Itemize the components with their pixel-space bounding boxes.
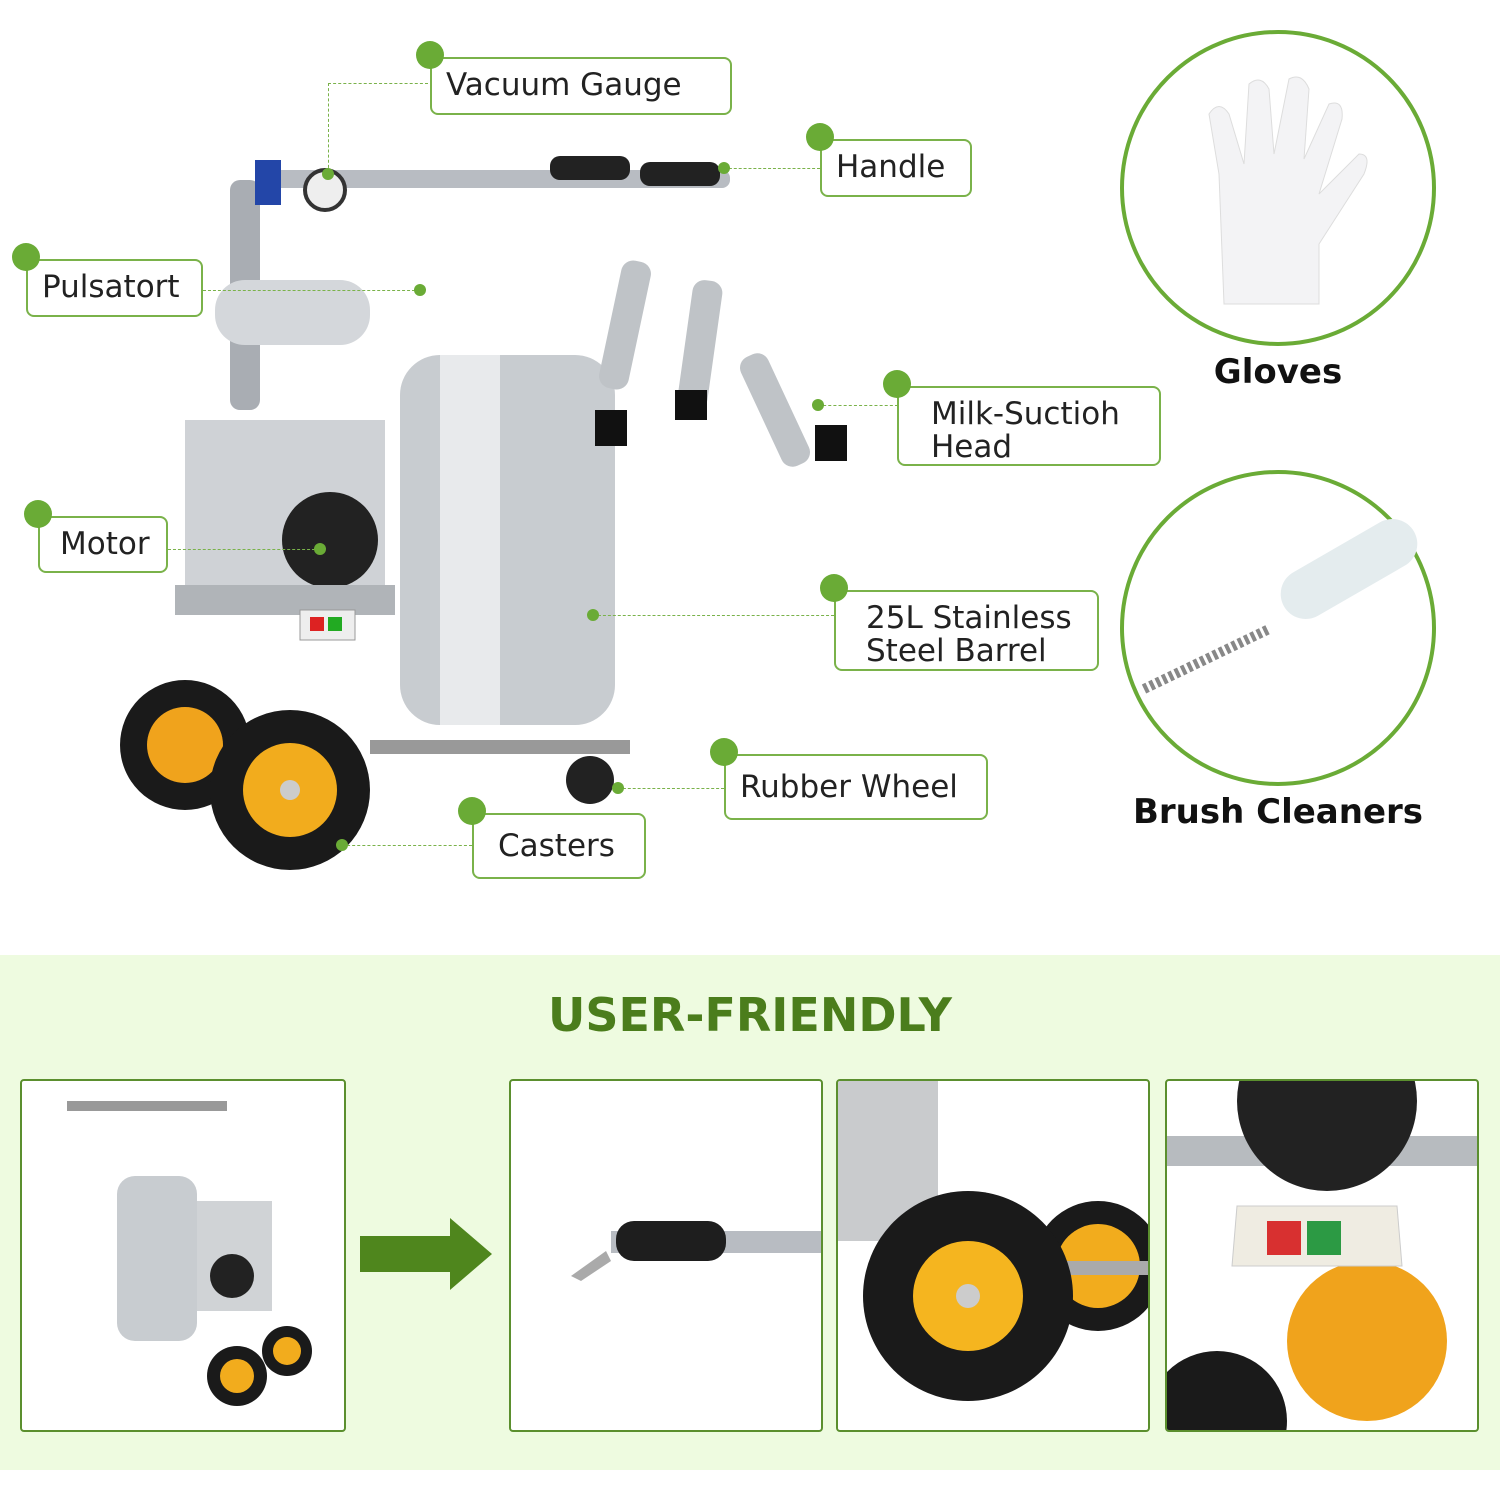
gloves-image xyxy=(1120,30,1436,346)
callout-pulsator: Pulsatort xyxy=(12,243,203,317)
brush-cleaners-label: Brush Cleaners xyxy=(1132,792,1424,832)
leader-line xyxy=(168,549,320,550)
callout-text: Milk-Suctioh xyxy=(931,396,1120,432)
leader-line xyxy=(203,290,420,291)
leader-line xyxy=(593,615,834,616)
callout-casters: Casters xyxy=(458,797,646,879)
callout-text: Head xyxy=(931,429,1013,465)
callout-text: Casters xyxy=(498,828,615,864)
wheel-closeup-photo xyxy=(836,1079,1150,1432)
callout-text: Motor xyxy=(60,526,150,562)
callout-text: Handle xyxy=(836,149,946,185)
callout-text: Rubber Wheel xyxy=(740,769,958,805)
callout-handle: Handle xyxy=(806,123,972,197)
callout-text: Vacuum Gauge xyxy=(446,67,682,103)
leader-line xyxy=(724,168,820,169)
leader-line xyxy=(328,83,428,84)
leader-line xyxy=(618,788,724,789)
brush-cleaners-image xyxy=(1120,470,1436,786)
callout-text: 25L Stainless xyxy=(866,600,1072,636)
switch-closeup-photo xyxy=(1165,1079,1479,1432)
callout-text: Steel Barrel xyxy=(866,633,1047,669)
gloves-label: Gloves xyxy=(1213,352,1343,392)
callout-text: Pulsatort xyxy=(42,269,180,305)
leader-line xyxy=(342,845,472,846)
callout-vacuum-gauge: Vacuum Gauge xyxy=(416,41,732,115)
arrow-right-icon xyxy=(360,1218,492,1290)
milking-machine-image xyxy=(120,156,847,870)
folded-machine-photo xyxy=(20,1079,346,1432)
section-title: USER-FRIENDLY xyxy=(548,988,952,1042)
leader-line xyxy=(818,405,898,406)
leader-line xyxy=(328,83,329,173)
callout-rubber-wheel: Rubber Wheel xyxy=(710,738,988,820)
handle-closeup-photo xyxy=(509,1079,823,1432)
callout-motor: Motor xyxy=(24,500,168,573)
